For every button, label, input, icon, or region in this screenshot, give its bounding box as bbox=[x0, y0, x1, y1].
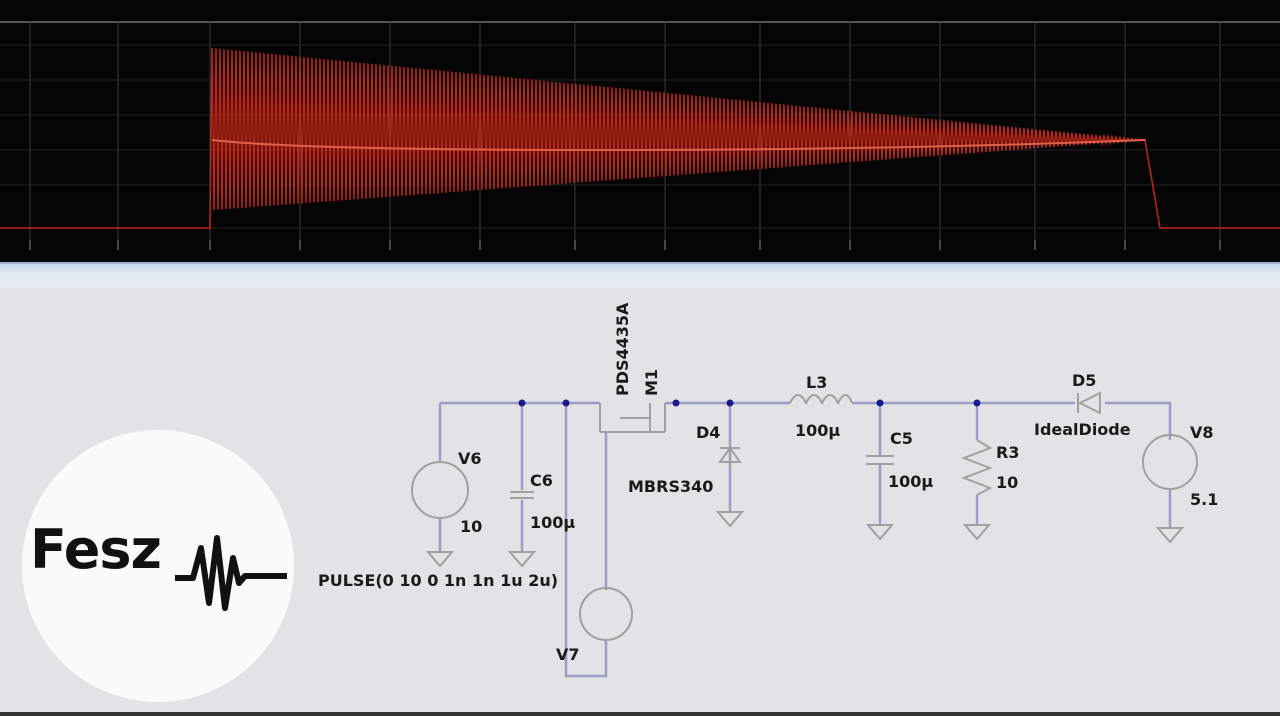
m1-name: M1 bbox=[642, 369, 661, 396]
voltage-source-v7-symbol bbox=[579, 587, 633, 641]
pane-divider[interactable] bbox=[0, 262, 1280, 288]
c5-value: 100µ bbox=[888, 472, 933, 491]
capacitor-c6-symbol bbox=[510, 491, 534, 499]
v7-value: PULSE(0 10 0 1n 1n 1u 2u) bbox=[318, 571, 558, 590]
bottom-border bbox=[0, 712, 1280, 716]
r3-name: R3 bbox=[996, 443, 1019, 462]
fesz-logo bbox=[22, 430, 294, 702]
d4-name: D4 bbox=[696, 423, 720, 442]
l3-value: 100µ bbox=[795, 421, 840, 440]
diode-d5-symbol bbox=[1077, 391, 1101, 415]
v8-value: 5.1 bbox=[1190, 490, 1218, 509]
v6-name: V6 bbox=[458, 449, 482, 468]
m1-model: PDS4435A bbox=[613, 302, 632, 396]
l3-name: L3 bbox=[806, 373, 827, 392]
mosfet-m1-symbol bbox=[599, 403, 666, 433]
r3-value: 10 bbox=[996, 473, 1018, 492]
voltage-source-v8-symbol bbox=[1142, 434, 1198, 490]
ground-symbols bbox=[425, 511, 1185, 568]
v7-name: V7 bbox=[556, 645, 580, 664]
c5-name: C5 bbox=[890, 429, 913, 448]
schematic-canvas: V6 10 C6 100µ PDS4435A M1 D4 MBRS340 L3 … bbox=[318, 302, 1218, 678]
waveform-average-trace bbox=[211, 139, 1146, 152]
junctions bbox=[518, 399, 981, 407]
waveform-trace bbox=[0, 47, 1280, 229]
c6-value: 100µ bbox=[530, 513, 575, 532]
d5-model: IdealDiode bbox=[1034, 420, 1131, 439]
voltage-source-v6-symbol bbox=[411, 461, 469, 519]
schematic-editor[interactable]: V6 10 C6 100µ PDS4435A M1 D4 MBRS340 L3 … bbox=[0, 288, 1280, 712]
wires bbox=[438, 401, 1172, 678]
v8-name: V8 bbox=[1190, 423, 1214, 442]
logo-text: Fesz bbox=[30, 518, 162, 581]
waveform-viewer[interactable] bbox=[0, 0, 1280, 262]
heartbeat-icon bbox=[175, 535, 287, 611]
symbols bbox=[411, 391, 1198, 641]
c6-name: C6 bbox=[530, 471, 553, 490]
v6-value: 10 bbox=[460, 517, 482, 536]
diode-d4-symbol bbox=[718, 446, 742, 470]
d5-name: D5 bbox=[1072, 371, 1096, 390]
resistor-r3-symbol bbox=[961, 439, 993, 496]
d4-model: MBRS340 bbox=[628, 477, 713, 496]
waveform-plot bbox=[0, 21, 1280, 250]
inductor-l3-symbol bbox=[789, 394, 853, 406]
capacitor-c5-symbol bbox=[866, 455, 894, 465]
